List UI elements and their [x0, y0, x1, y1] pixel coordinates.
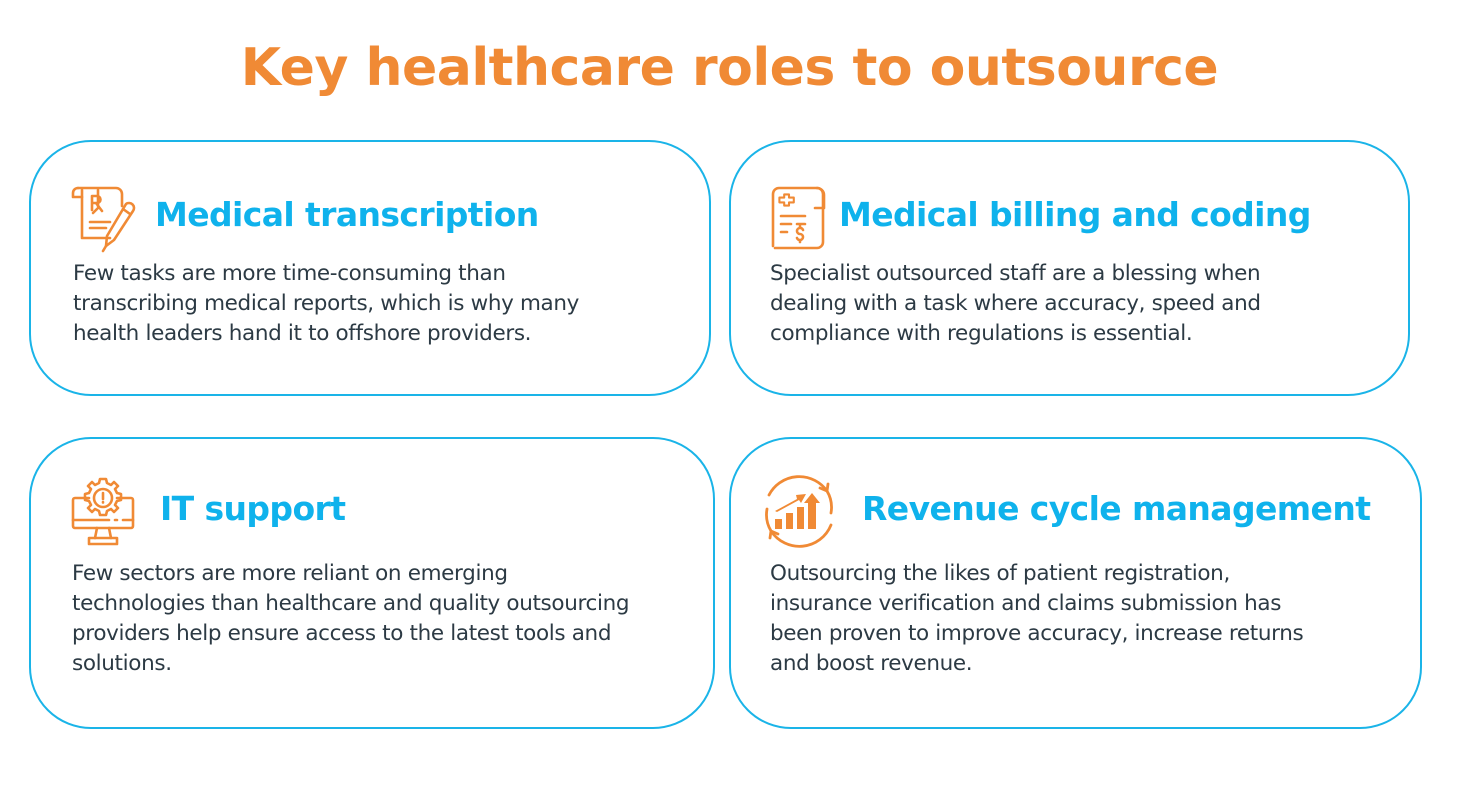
- card-description: Outsourcing the likes of patient registr…: [770, 561, 1304, 676]
- monitor-gear-alert-icon: [71, 476, 135, 548]
- card-it-support: IT support Few sectors are more reliant …: [29, 437, 715, 729]
- card-description: Specialist outsourced staff are a blessi…: [770, 261, 1261, 346]
- page-title: Key healthcare roles to outsource: [240, 38, 1219, 98]
- card-medical-billing: Medical billing and coding Specialist ou…: [729, 140, 1410, 396]
- card-medical-transcription: Medical transcription Few tasks are more…: [29, 140, 711, 396]
- revenue-growth-cycle-icon: [761, 473, 837, 549]
- card-heading: Medical transcription: [155, 195, 539, 234]
- card-heading: Medical billing and coding: [839, 195, 1311, 234]
- medical-bill-receipt-icon: [769, 186, 831, 252]
- card-heading: IT support: [160, 489, 346, 528]
- card-description: Few sectors are more reliant on emerging…: [72, 561, 630, 676]
- card-heading: Revenue cycle management: [862, 489, 1371, 528]
- card-description: Few tasks are more time-consuming than t…: [73, 261, 580, 346]
- card-revenue-cycle: Revenue cycle management Outsourcing the…: [729, 437, 1422, 729]
- prescription-pen-icon: [70, 182, 144, 254]
